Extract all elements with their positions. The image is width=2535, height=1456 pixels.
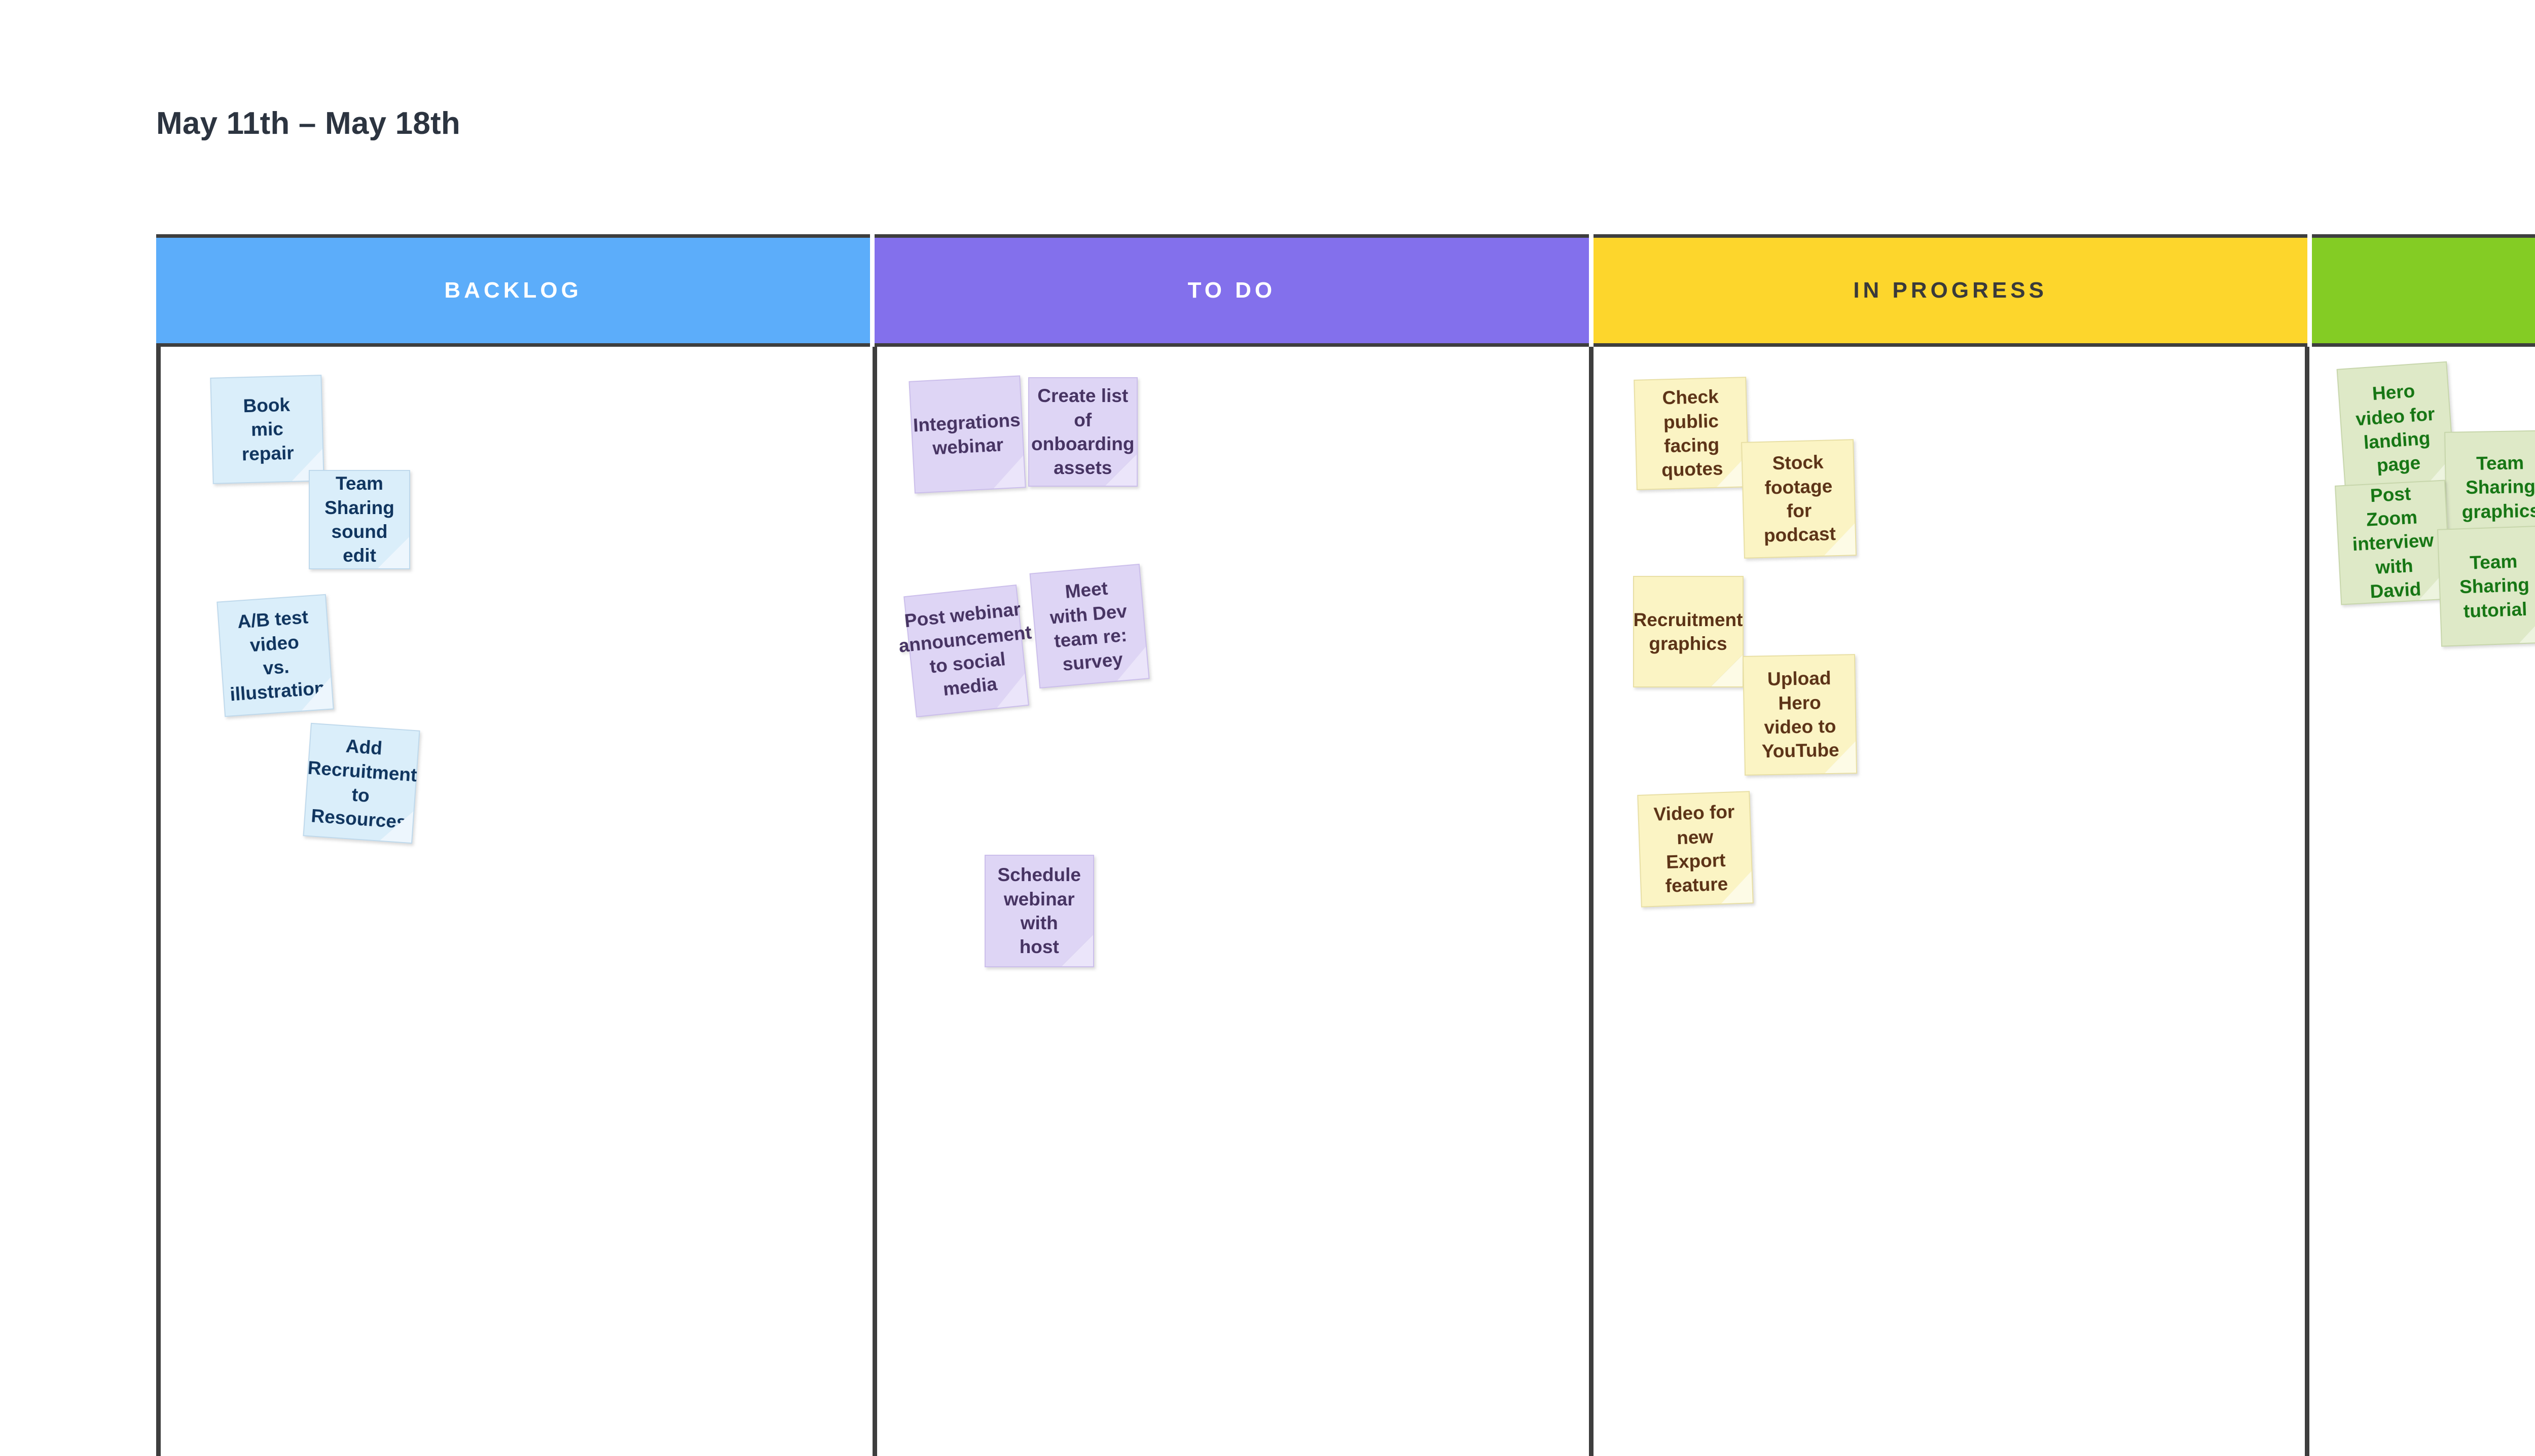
note-folded-corner-icon (992, 455, 1025, 488)
note-folded-corner-icon (1720, 871, 1752, 903)
sticky-note[interactable]: Team Sharing sound edit (309, 470, 410, 569)
note-folded-corner-icon (2518, 610, 2535, 643)
note-folded-corner-icon (378, 537, 409, 568)
note-folded-corner-icon (1061, 935, 1093, 966)
note-folded-corner-icon (993, 673, 1028, 708)
note-folded-corner-icon (1105, 454, 1137, 486)
note-folded-corner-icon (1823, 523, 1856, 556)
column-header-done[interactable]: DONE (2311, 234, 2535, 347)
column-header-backlog[interactable]: BACKLOG (156, 234, 871, 347)
kanban-board: BACKLOG TO DO IN PROGRESS DONE Book mic rep… (156, 234, 2535, 1456)
column-header-in_progress[interactable]: IN PROGRESS (1593, 234, 2307, 347)
sticky-note[interactable]: Post webinar announcement to social medi… (897, 584, 1032, 718)
sticky-note[interactable]: A/B test video vs. illustration (216, 594, 334, 717)
sticky-note-text: Recruitment graphics (1633, 609, 1743, 654)
column-header-row: BACKLOG TO DO IN PROGRESS DONE (156, 234, 2535, 347)
sticky-note-text: Team Sharing sound edit (324, 473, 394, 566)
note-folded-corner-icon (380, 809, 413, 843)
sticky-note[interactable]: Post Zoom interview with David (2335, 480, 2452, 605)
column-header-label: IN PROGRESS (1853, 278, 2047, 303)
sticky-note[interactable]: Book mic repair (210, 375, 324, 484)
page-title: May 11th – May 18th (156, 106, 460, 141)
sticky-note-text: Integrations webinar (912, 409, 1021, 459)
note-folded-corner-icon (1711, 655, 1743, 686)
sticky-note[interactable]: Add Recruitment to Resources (303, 722, 420, 844)
sticky-note[interactable]: Recruitment graphics (1633, 576, 1744, 687)
sticky-note[interactable]: Stock footage for podcast (1741, 439, 1857, 559)
sticky-note-text: Create list of onboarding assets (1031, 385, 1135, 479)
sticky-note[interactable]: Upload Hero video to YouTube (1742, 654, 1857, 776)
note-folded-corner-icon (299, 677, 333, 710)
sticky-note[interactable]: Create list of onboarding assets (1028, 377, 1138, 487)
column-header-label: BACKLOG (444, 278, 582, 303)
sticky-note[interactable]: Hero video for landing page (2336, 361, 2456, 496)
sticky-note[interactable]: Team Sharing tutorial (2437, 525, 2535, 647)
sticky-note[interactable]: Meet with Dev team re: survey (1029, 563, 1150, 689)
sticky-note[interactable]: Check public facing quotes (1633, 377, 1749, 490)
note-folded-corner-icon (1824, 741, 1856, 773)
column-header-label: TO DO (1187, 278, 1276, 303)
sticky-note[interactable]: Schedule webinar with host (984, 855, 1094, 967)
note-folded-corner-icon (1114, 646, 1148, 680)
sticky-note-text: Schedule webinar with host (997, 864, 1081, 958)
sticky-note[interactable]: Video for new Export feature (1637, 791, 1754, 907)
column-header-todo[interactable]: TO DO (875, 234, 1589, 347)
sticky-note[interactable]: Integrations webinar (909, 375, 1026, 494)
